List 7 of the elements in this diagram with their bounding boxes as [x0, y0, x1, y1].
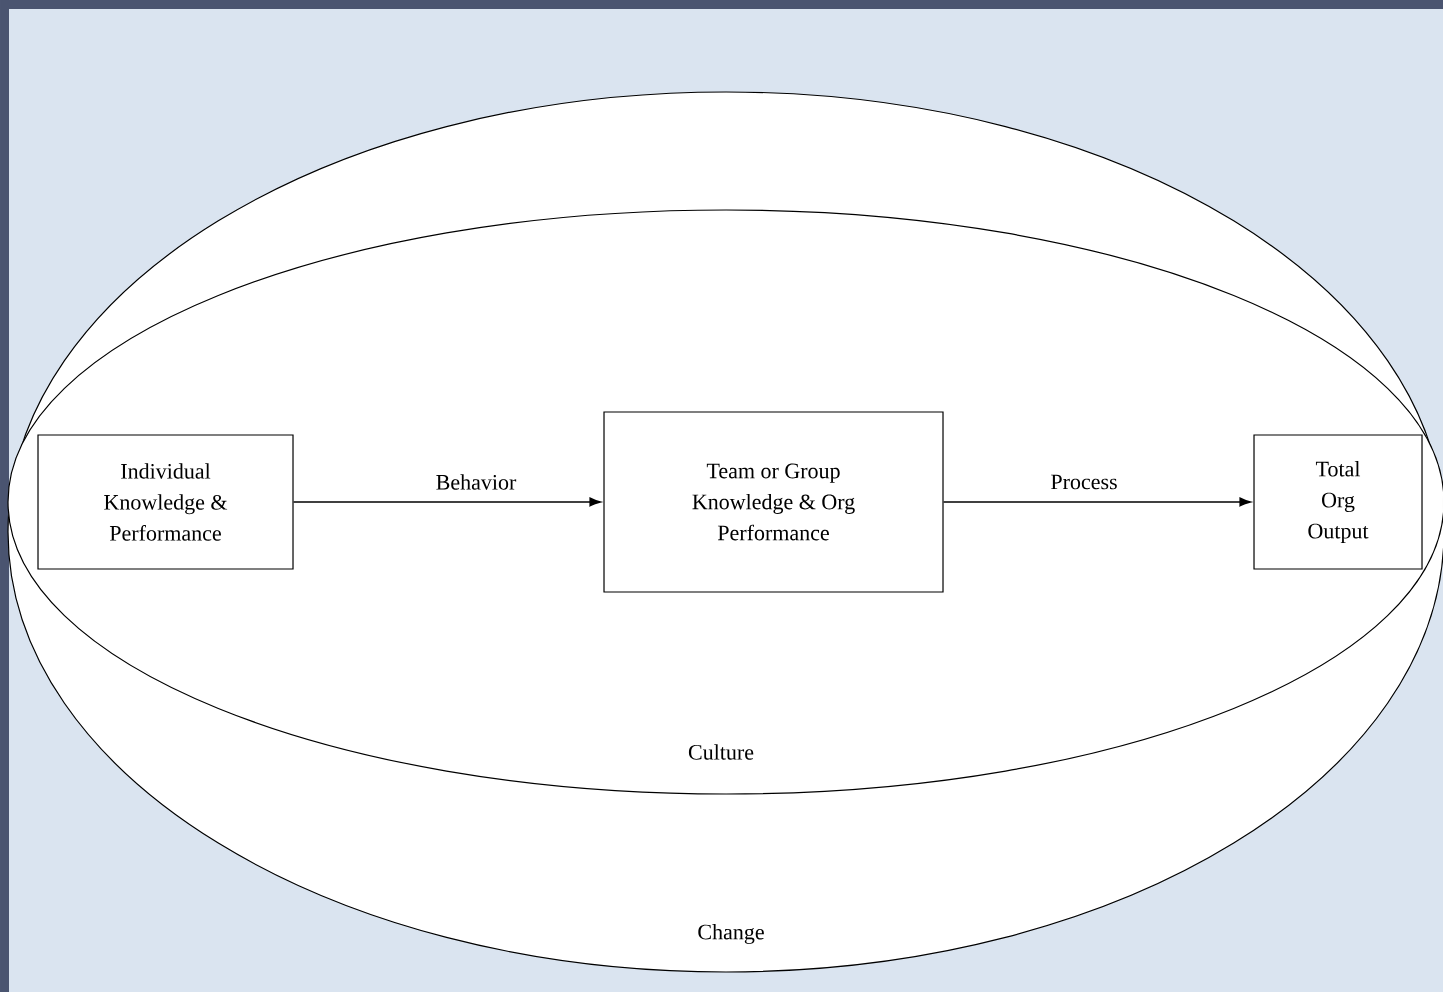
process-box: Team or Group Knowledge & Org Performance [603, 411, 944, 593]
process-box: Individual Knowledge & Performance [37, 434, 294, 570]
arrow [292, 497, 601, 507]
edge-label: Behavior [434, 473, 518, 491]
process-box: Total Org Output [1253, 434, 1423, 570]
node-label: Culture [688, 744, 754, 760]
arrow [942, 497, 1251, 507]
